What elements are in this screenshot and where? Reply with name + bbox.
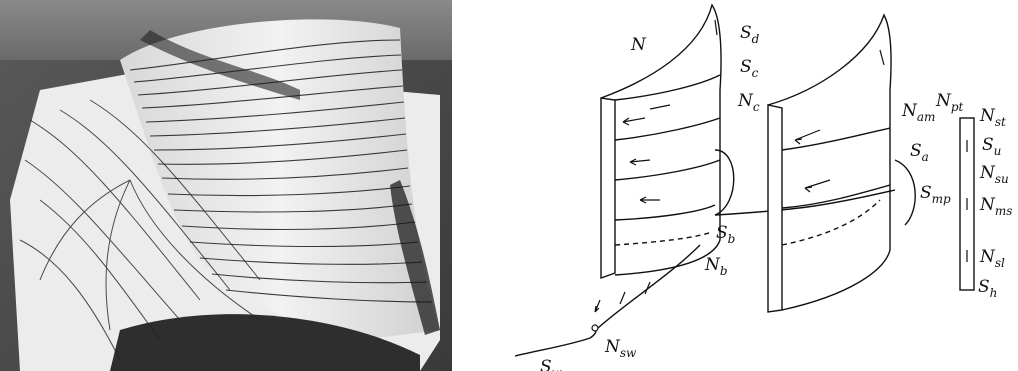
label-N_am: Nam bbox=[901, 101, 935, 124]
label-N_sw: Nsw bbox=[604, 337, 637, 360]
topology-sketch: N Sd Sc Nc Nam Npt Nst Su Sa Nsu Smp Nms… bbox=[500, 0, 1018, 371]
label-N_c: Nc bbox=[737, 91, 760, 114]
label-S_u: Su bbox=[982, 135, 1001, 158]
label-N: N bbox=[630, 35, 647, 55]
label-N_su: Nsu bbox=[979, 163, 1009, 186]
label-N_st: Nst bbox=[979, 106, 1006, 129]
label-S_c: Sc bbox=[740, 57, 759, 80]
label-S_b: Sb bbox=[716, 223, 735, 246]
label-N_ms: Nms bbox=[979, 195, 1012, 218]
label-S_mp: Smp bbox=[920, 183, 951, 206]
label-S_a: Sa bbox=[910, 141, 929, 164]
label-S_d: Sd bbox=[740, 23, 760, 46]
label-S_h: Sh bbox=[978, 277, 997, 300]
label-S_w: Sw bbox=[540, 357, 563, 371]
label-N_pt: Npt bbox=[935, 91, 964, 114]
oil-flow-visualization-photo-icon bbox=[0, 0, 452, 371]
oil-flow-photo bbox=[0, 0, 452, 371]
flow-topology-diagram: N Sd Sc Nc Nam Npt Nst Su Sa Nsu Smp Nms… bbox=[500, 0, 1018, 371]
label-N_b: Nb bbox=[704, 255, 728, 278]
label-N_sl: Nsl bbox=[979, 247, 1005, 270]
